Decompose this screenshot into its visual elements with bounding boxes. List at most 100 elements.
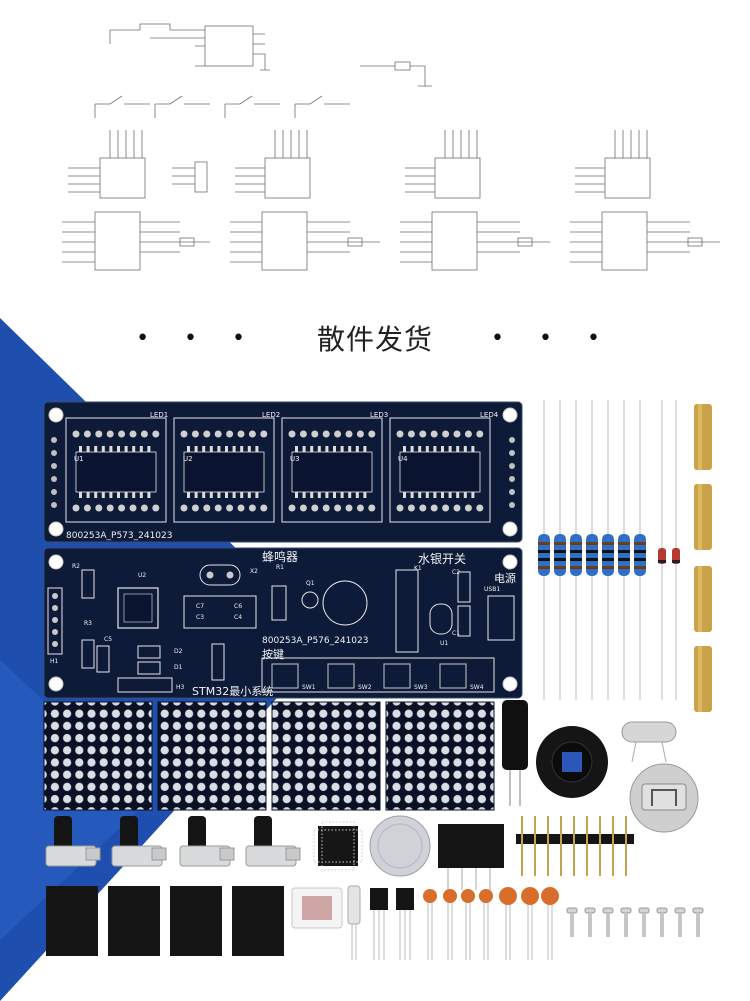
resistor (618, 400, 630, 700)
screw (602, 907, 614, 937)
silk-c1: C1 (452, 630, 461, 637)
resistor (586, 400, 598, 700)
led-driver-module (281, 417, 383, 523)
pin-hole (51, 450, 57, 456)
screws (566, 907, 704, 937)
battery-holder (629, 763, 699, 833)
screw (584, 907, 596, 937)
pcb-bottom (43, 437, 523, 699)
key-label-1: SW1 (302, 684, 316, 691)
ceramic-capacitors (423, 887, 559, 960)
led-label-4: LED4 (480, 411, 499, 419)
silk-h3: H3 (176, 684, 185, 691)
pin-hole (509, 463, 515, 469)
stm32-chip (313, 821, 363, 871)
schematic (62, 23, 720, 271)
potentiometers (45, 816, 301, 867)
female-header (438, 824, 504, 890)
resistor (634, 400, 646, 700)
crystal (621, 721, 677, 763)
potentiometer (111, 816, 167, 867)
ceramic-capacitor (443, 889, 457, 960)
chip-label-2: U2 (183, 455, 193, 463)
caption-band: • • •散件发货• • • (0, 318, 750, 362)
silk-c5: C5 (104, 636, 113, 643)
small-crystal (347, 885, 361, 925)
pin-hole (509, 476, 515, 482)
pin-hole (51, 463, 57, 469)
key-label-3: SW3 (414, 684, 428, 691)
silk-x2: X2 (250, 568, 258, 575)
pin-hole (51, 502, 57, 508)
led-matrices (43, 701, 495, 811)
resistors (538, 400, 646, 700)
screw (656, 907, 668, 937)
potentiometer (45, 816, 101, 867)
pin-hole (51, 437, 57, 443)
screw (638, 907, 650, 937)
silk-c2: C2 (452, 569, 461, 576)
pin-hole (51, 476, 57, 482)
coin-cell (369, 815, 431, 877)
pcb-top (43, 401, 523, 543)
pin-hole (509, 437, 515, 443)
screw (620, 907, 632, 937)
led-label-3: LED3 (370, 411, 389, 419)
silk-q1: Q1 (306, 580, 315, 587)
silk-r1: R1 (276, 564, 284, 571)
usb-label: USB1 (484, 586, 501, 593)
silk-d2: D2 (174, 648, 183, 655)
key-label-2: SW2 (358, 684, 372, 691)
mercury-switch (502, 700, 528, 806)
ceramic-capacitor (479, 889, 493, 960)
pin-hole (509, 489, 515, 495)
silk-h1: H1 (50, 658, 59, 665)
pin-hole (509, 450, 515, 456)
diodes (658, 400, 680, 700)
buzzer-label: 蜂鸣器 (262, 550, 299, 564)
silk-c4: C4 (234, 614, 243, 621)
led-driver-module (389, 417, 491, 523)
led-driver-module (65, 417, 167, 523)
resistor (554, 400, 566, 700)
keys-label: 按键 (262, 648, 284, 661)
pin-header (516, 816, 634, 876)
silk-c3: C3 (196, 614, 205, 621)
silk-c6: C6 (234, 603, 243, 610)
pcb-bottom-silk: 800253A_P576_241023 (262, 636, 369, 646)
ceramic-capacitor (521, 887, 539, 960)
caption-dots-left: • • • (136, 325, 259, 351)
buzzer (536, 726, 608, 798)
silk-d1: D1 (174, 664, 183, 671)
chip-label-3: U3 (290, 455, 300, 463)
usb-module (291, 887, 343, 929)
ceramic-capacitor (461, 889, 475, 960)
resistor (570, 400, 582, 700)
pcb-top-silk: 800253A_P573_241023 (66, 531, 173, 541)
chip-label-4: U4 (398, 455, 408, 463)
screw (674, 907, 686, 937)
ceramic-capacitor (423, 889, 437, 960)
resistor (602, 400, 614, 700)
pin-hole (51, 489, 57, 495)
brass-standoffs (694, 404, 712, 712)
screw (692, 907, 704, 937)
silk-c7: C7 (196, 603, 205, 610)
mcu-label: STM32最小系统 (192, 685, 274, 698)
silk-u1: U1 (440, 640, 449, 647)
screw (566, 907, 578, 937)
soic-chips (46, 886, 284, 956)
silk-u2: U2 (138, 572, 147, 579)
tilt-switch-label: 水银开关 (418, 552, 467, 566)
silk-r2: R2 (72, 563, 80, 570)
potentiometer (245, 816, 301, 867)
silk-k1: K1 (414, 565, 422, 572)
led-driver-module (173, 417, 275, 523)
power-label: 电源 (494, 572, 516, 585)
transistors (370, 888, 414, 960)
led-label-2: LED2 (262, 411, 281, 419)
led-label-1: LED1 (150, 411, 169, 419)
resistor (538, 400, 550, 700)
